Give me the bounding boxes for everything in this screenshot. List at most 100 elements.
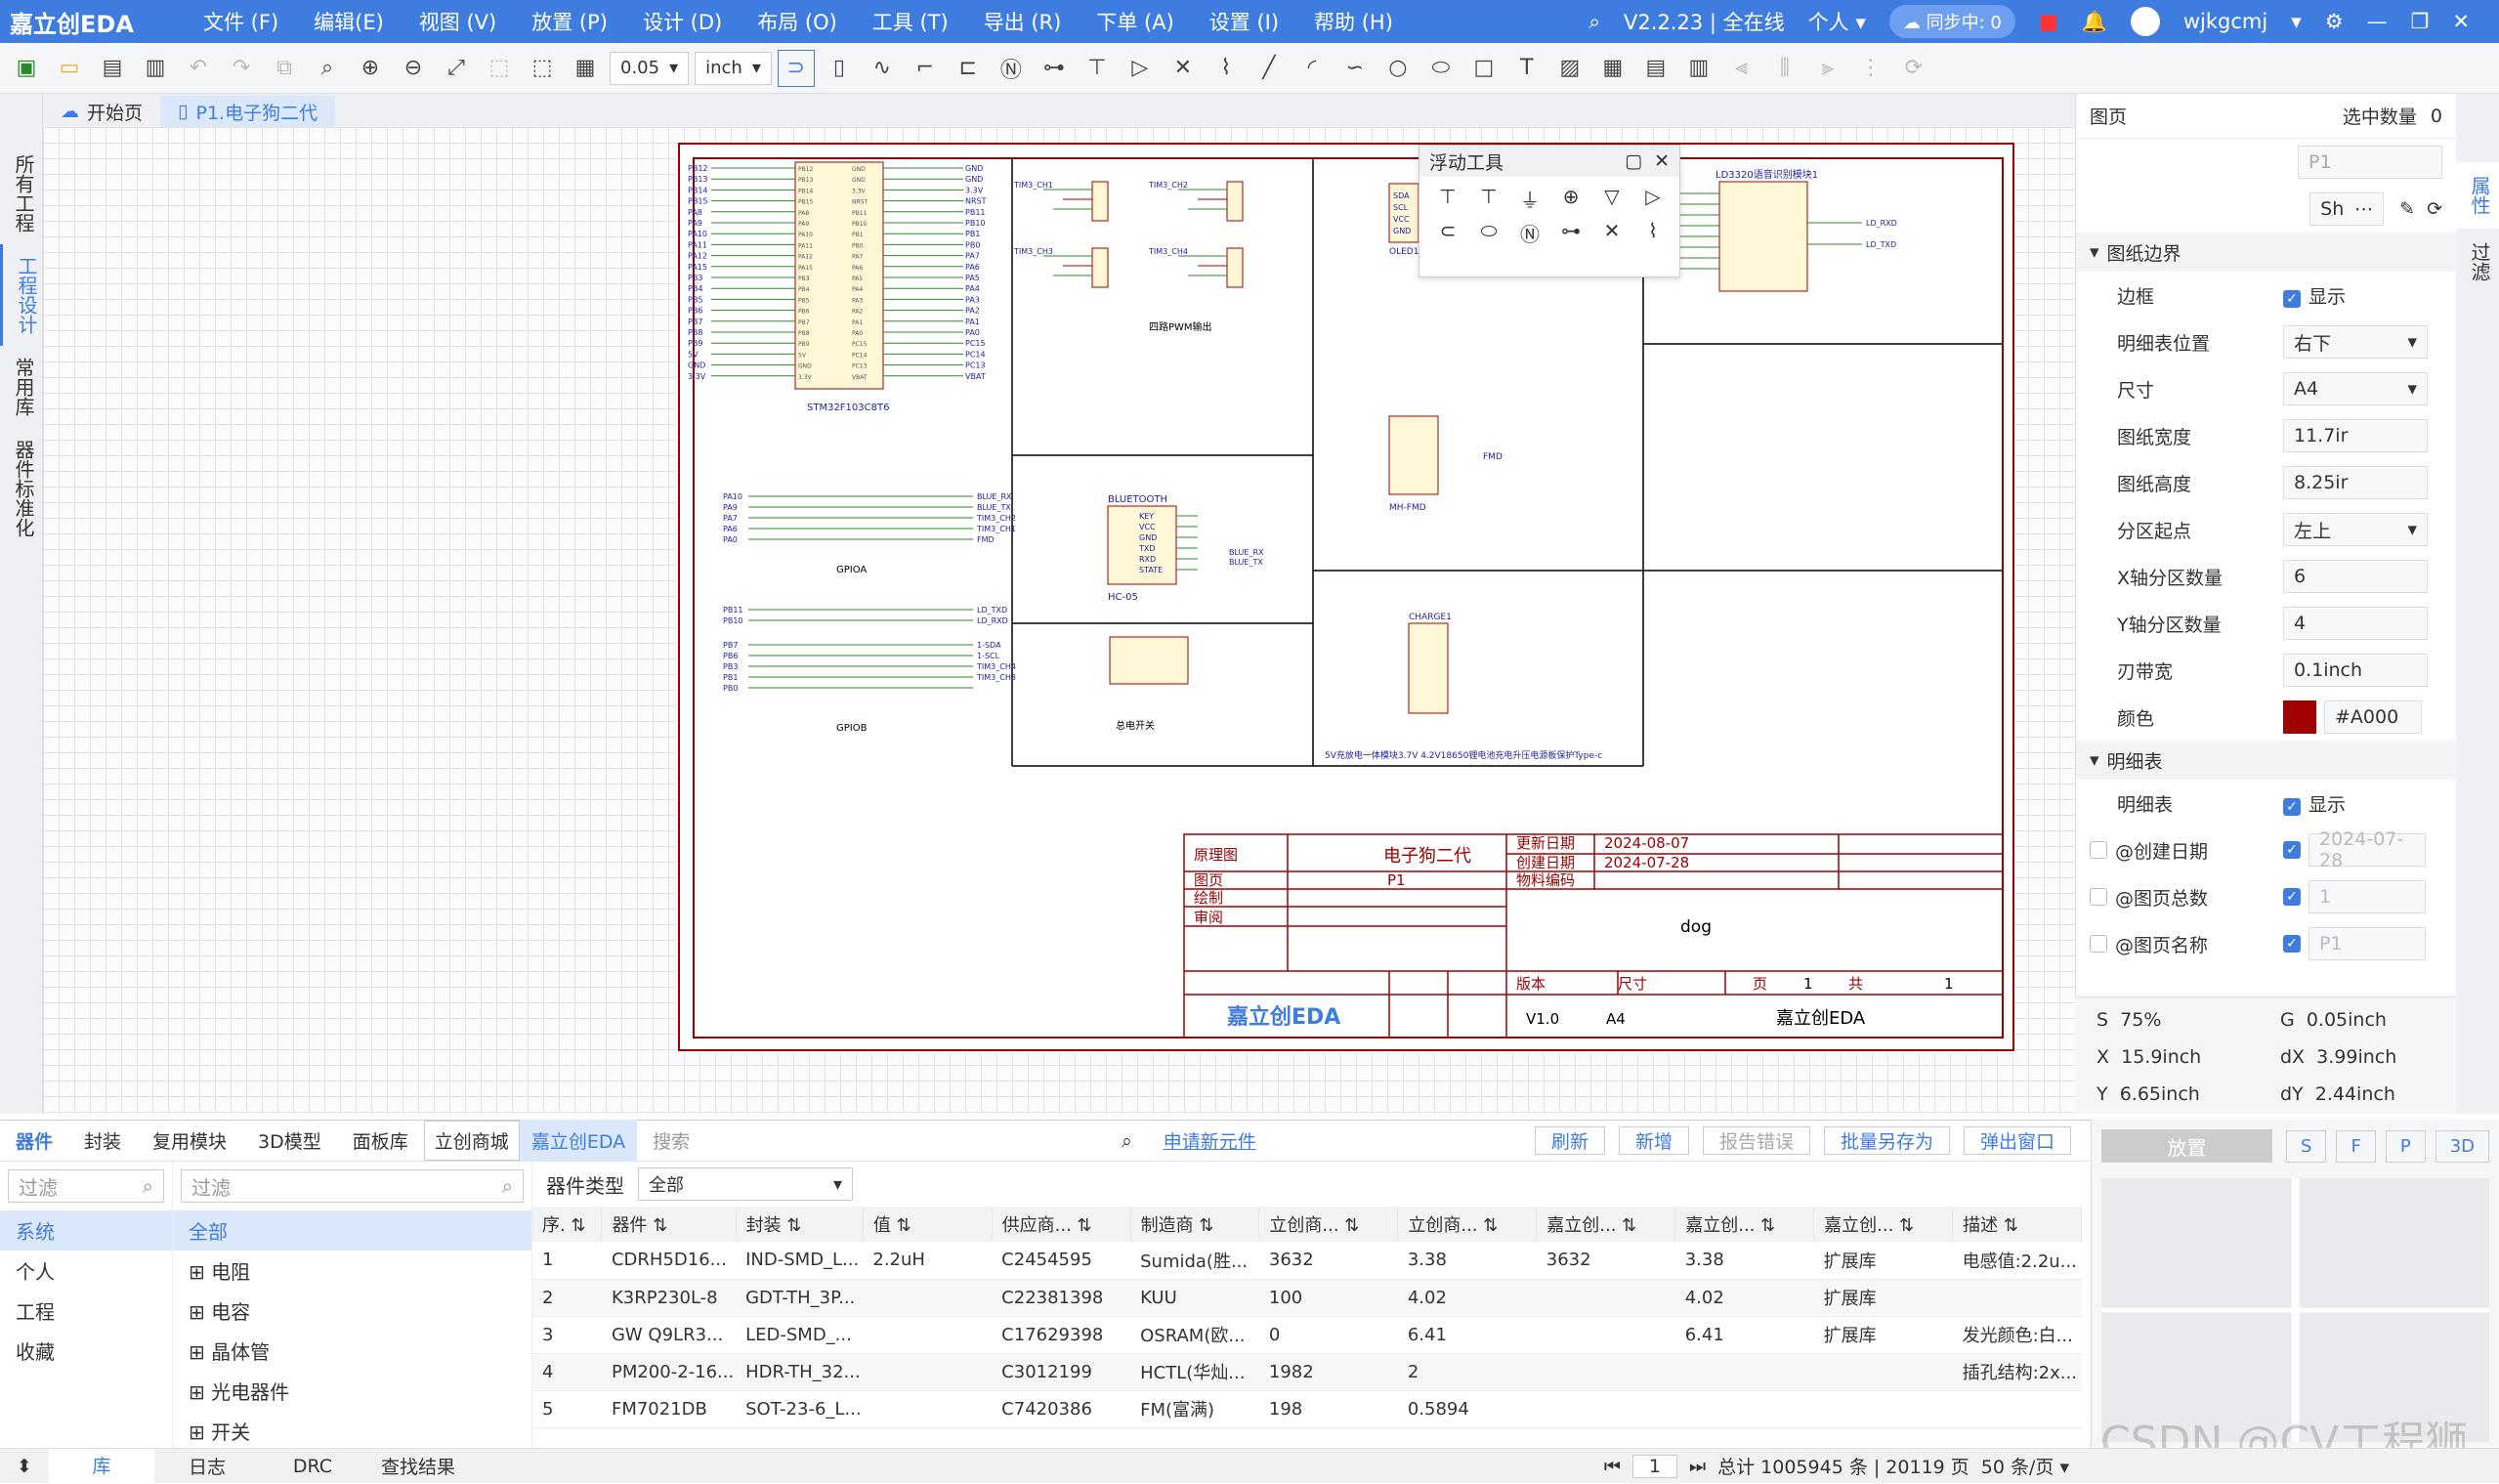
find-icon[interactable]: ⌕ bbox=[320, 56, 334, 80]
lib-tab-panel[interactable]: 面板库 bbox=[352, 1131, 408, 1153]
prop-input[interactable]: 11.7ir bbox=[2283, 419, 2428, 452]
place-button[interactable]: 放置 bbox=[2101, 1129, 2273, 1163]
menu-tools[interactable]: 工具 (T) bbox=[871, 11, 949, 34]
search-icon[interactable]: ⌕ bbox=[1122, 1129, 1132, 1152]
tab-schematic[interactable]: ▯P1.电子狗二代 bbox=[160, 96, 336, 127]
add-button[interactable]: 新增 bbox=[1618, 1126, 1689, 1155]
save-icon[interactable]: ▤ bbox=[102, 56, 123, 80]
menu-file[interactable]: 文件 (F) bbox=[203, 11, 279, 34]
search-icon[interactable]: ⌕ bbox=[1588, 9, 1601, 33]
distribute-icon[interactable]: ⋮ bbox=[1859, 56, 1882, 80]
port3-icon[interactable]: ⬭ bbox=[1480, 219, 1498, 242]
table-header-cell[interactable]: 序. ⇅ bbox=[532, 1207, 603, 1242]
table-header-cell[interactable]: 嘉立创... ⇅ bbox=[1536, 1207, 1676, 1242]
tree-opto[interactable]: ⊞ 光电器件 bbox=[189, 1380, 290, 1404]
probe-icon[interactable]: ⌇ bbox=[1648, 219, 1658, 242]
footer-tab-lib[interactable]: 库 bbox=[49, 1448, 154, 1484]
view-3d-button[interactable]: 3D bbox=[2435, 1129, 2489, 1163]
table-header-cell[interactable]: 供应商... ⇅ bbox=[992, 1207, 1131, 1242]
netport-icon[interactable]: ⊶ bbox=[1042, 56, 1065, 80]
tree-capacitor[interactable]: ⊞ 电容 bbox=[189, 1300, 251, 1324]
align-left-icon[interactable]: ⫷ bbox=[1735, 56, 1749, 80]
copy-icon[interactable]: ⧉ bbox=[276, 56, 292, 80]
wire-icon[interactable]: ∿ bbox=[872, 56, 892, 80]
bus-entry-icon[interactable]: ⊏ bbox=[958, 56, 978, 80]
fit-icon[interactable]: ⤢ bbox=[447, 56, 465, 80]
netport-icon[interactable]: ⊶ bbox=[1561, 219, 1581, 242]
checkbox[interactable] bbox=[2090, 935, 2107, 953]
align-right-icon[interactable]: ⫸ bbox=[1821, 56, 1835, 80]
prop-select[interactable]: 右下 ▾ bbox=[2283, 325, 2428, 359]
vcc-icon[interactable]: ⊤ bbox=[1439, 185, 1457, 208]
lib-tab-device[interactable]: 器件 bbox=[16, 1131, 54, 1153]
color-swatch[interactable] bbox=[2283, 700, 2316, 734]
menu-layout[interactable]: 布局 (O) bbox=[757, 11, 837, 34]
close-icon[interactable]: ✕ bbox=[2452, 10, 2470, 33]
maximize-icon[interactable]: ▢ bbox=[1625, 150, 1643, 172]
text-icon[interactable]: T bbox=[1520, 56, 1534, 80]
snap-icon[interactable]: ⊃ bbox=[777, 49, 815, 87]
ground3-icon[interactable]: ▽ bbox=[1604, 185, 1620, 208]
type-select[interactable]: 全部▾ bbox=[638, 1167, 853, 1201]
checkbox[interactable]: ✓ bbox=[2283, 841, 2301, 859]
ground-icon[interactable]: ⏚ bbox=[1520, 189, 1540, 212]
menu-help[interactable]: 帮助 (H) bbox=[1314, 11, 1393, 34]
table-header-cell[interactable]: 封装 ⇅ bbox=[736, 1207, 864, 1242]
chevron-down-icon[interactable]: ▾ bbox=[2291, 10, 2302, 33]
table-header-cell[interactable]: 描述 ⇅ bbox=[1952, 1207, 2082, 1242]
flag-port-icon[interactable]: ▷ bbox=[1131, 56, 1149, 80]
prop-select[interactable]: 左上 ▾ bbox=[2283, 513, 2428, 546]
cat-personal[interactable]: 个人 bbox=[16, 1260, 55, 1284]
detail-value[interactable]: P1 bbox=[2308, 927, 2426, 960]
table-header-cell[interactable]: 立创商... ⇅ bbox=[1397, 1207, 1538, 1242]
ellipse-icon[interactable]: ⬭ bbox=[1431, 56, 1451, 80]
zoom-in-icon[interactable]: ⊕ bbox=[360, 56, 380, 80]
menu-view[interactable]: 视图 (V) bbox=[418, 11, 497, 34]
popup-button[interactable]: 弹出窗口 bbox=[1963, 1126, 2071, 1155]
gear-icon[interactable]: ⚙ bbox=[2324, 10, 2344, 33]
grid-size-select[interactable]: 0.05▾ bbox=[610, 51, 690, 85]
menu-export[interactable]: 导出 (R) bbox=[983, 11, 1062, 34]
footer-tab-log[interactable]: 日志 bbox=[188, 1457, 226, 1478]
category-filter-input[interactable]: 过滤⌕ bbox=[8, 1169, 164, 1203]
apply-new-link[interactable]: 申请新元件 bbox=[1163, 1131, 1256, 1153]
prop-input[interactable]: 8.25ir bbox=[2283, 466, 2428, 499]
redo-icon[interactable]: ↷ bbox=[232, 56, 251, 80]
view-p-button[interactable]: P bbox=[2385, 1129, 2426, 1163]
netlabel-icon[interactable]: Ⓝ bbox=[1520, 223, 1540, 246]
line-icon[interactable]: ╱ bbox=[1262, 56, 1276, 80]
prop-select[interactable]: A4 ▾ bbox=[2283, 372, 2428, 405]
report-error-button[interactable]: 报告错误 bbox=[1702, 1126, 1810, 1155]
checkbox[interactable] bbox=[2090, 841, 2107, 859]
component-icon[interactable]: ▯ bbox=[832, 56, 845, 80]
table-header-cell[interactable]: 器件 ⇅ bbox=[601, 1207, 737, 1242]
save-all-icon[interactable]: ▥ bbox=[145, 56, 166, 80]
ground2-icon[interactable]: ⊕ bbox=[1562, 185, 1580, 208]
batch-save-button[interactable]: 批量另存为 bbox=[1823, 1126, 1950, 1155]
nav-common-lib[interactable]: 常用库 bbox=[12, 358, 35, 416]
tree-all[interactable]: 全部 bbox=[173, 1210, 531, 1251]
bus-icon[interactable]: ⌐ bbox=[915, 56, 935, 80]
zoom-out-icon[interactable]: ⊖ bbox=[403, 56, 423, 80]
cat-system[interactable]: 系统 bbox=[0, 1210, 172, 1251]
tree-resistor[interactable]: ⊞ 电阻 bbox=[189, 1260, 251, 1284]
new-icon[interactable]: ▣ bbox=[16, 56, 37, 80]
prop-input[interactable]: 0.1inch bbox=[2283, 654, 2428, 687]
bom-icon[interactable]: ▤ bbox=[1645, 56, 1667, 80]
probe-icon[interactable]: ⌇ bbox=[1220, 56, 1232, 80]
username[interactable]: wjkgcmj bbox=[2182, 10, 2268, 33]
per-page-select[interactable]: 50 条/页 ▾ bbox=[1980, 1457, 2069, 1478]
vcc2-icon[interactable]: ⊤ bbox=[1480, 185, 1498, 208]
circle-icon[interactable]: ○ bbox=[1388, 56, 1408, 80]
next-page-icon[interactable]: ⏭ bbox=[1689, 1455, 1707, 1477]
section-detail[interactable]: ▾ 明细表 bbox=[2076, 741, 2456, 780]
lib-tab-footprint[interactable]: 封装 bbox=[84, 1131, 122, 1153]
view-f-button[interactable]: F bbox=[2336, 1129, 2376, 1163]
close-icon[interactable]: ✕ bbox=[1654, 150, 1670, 172]
prop-checkbox[interactable]: ✓显示 bbox=[2283, 282, 2346, 309]
image-icon[interactable]: ▨ bbox=[1559, 56, 1581, 80]
zoom-select-icon[interactable]: ⬚ bbox=[488, 56, 510, 80]
